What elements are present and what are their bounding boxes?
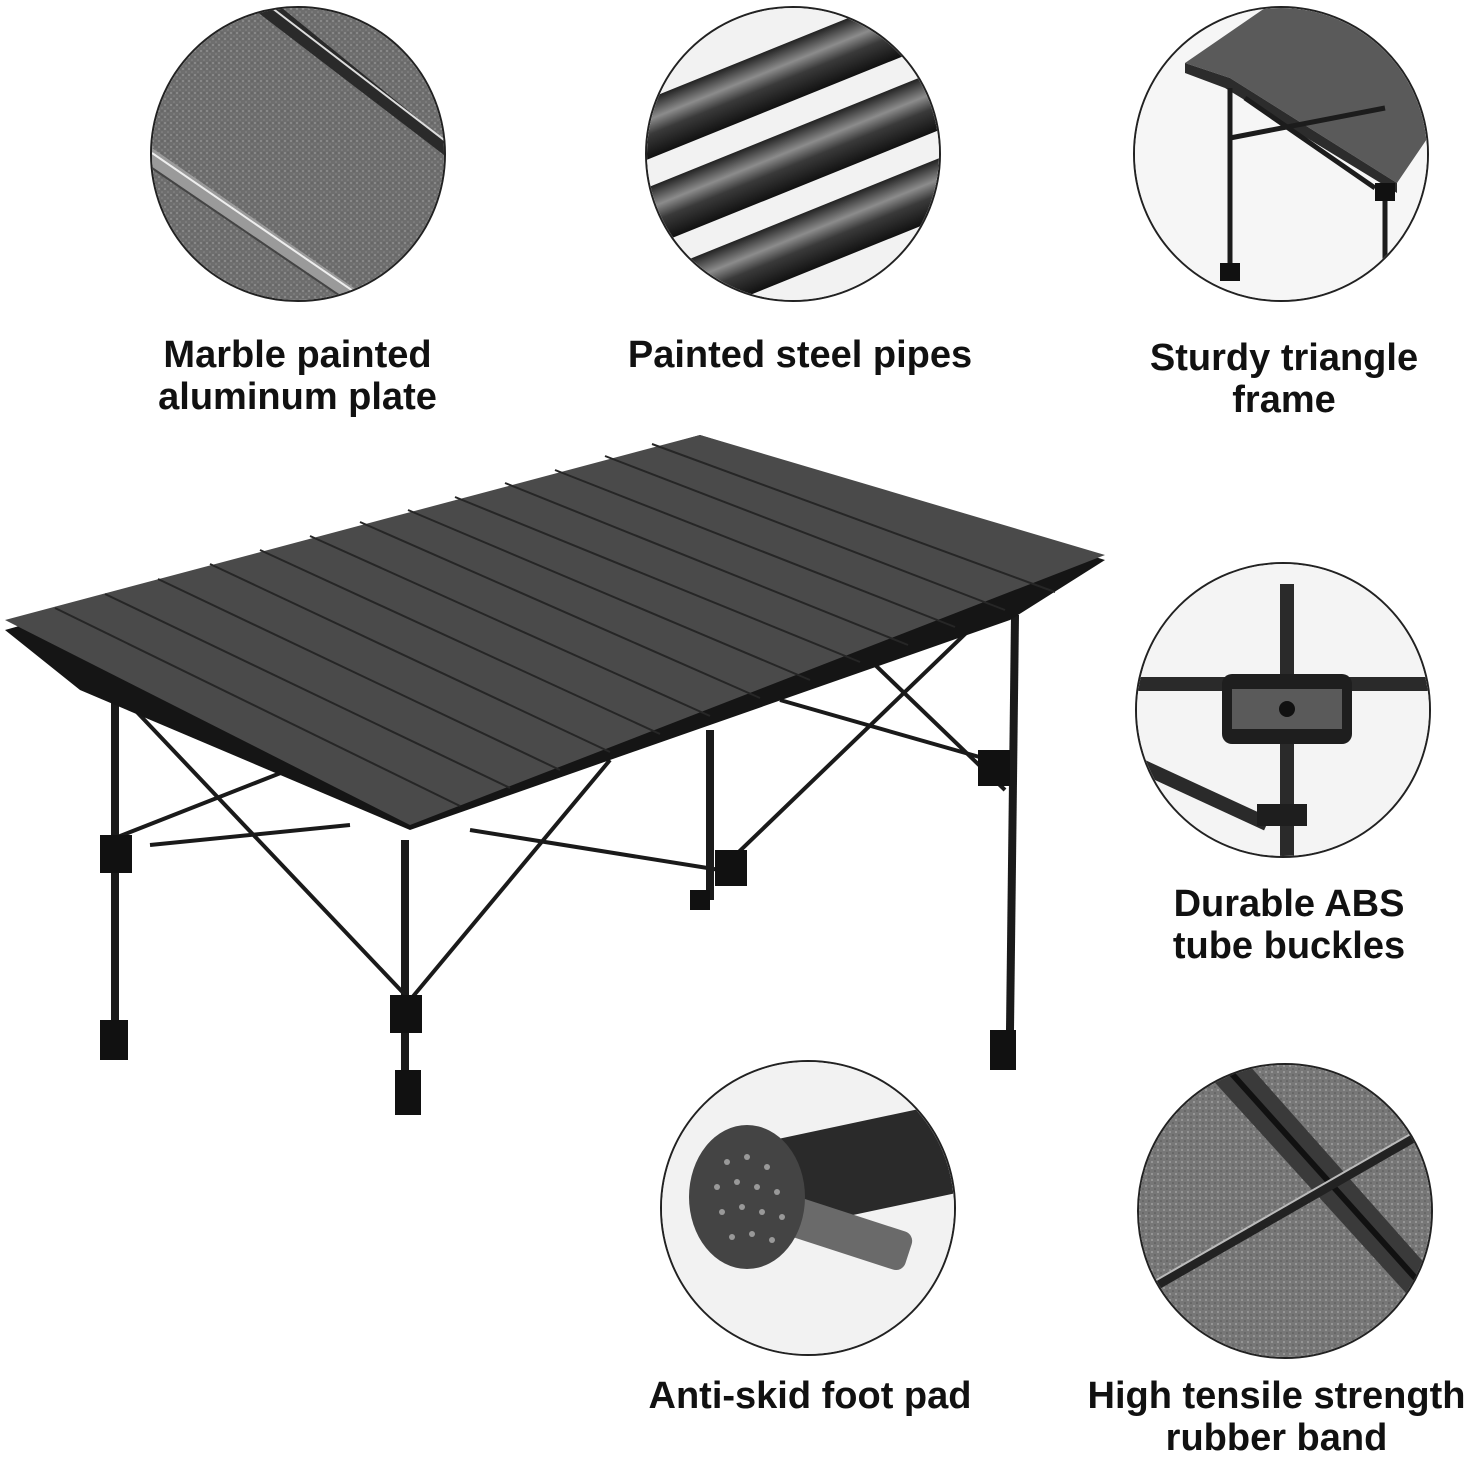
triangle-frame-closeup-icon xyxy=(1133,6,1429,302)
rubber-band-closeup-icon xyxy=(1137,1063,1433,1359)
folding-table-product-image xyxy=(0,430,1115,1130)
caption-line: tube buckles xyxy=(1172,925,1406,967)
caption-line: Durable ABS xyxy=(1173,883,1405,925)
aluminum-plate-closeup-icon xyxy=(150,6,446,302)
caption-line: Marble painted xyxy=(163,334,432,376)
caption-line: Anti-skid foot pad xyxy=(648,1375,972,1417)
caption-steel-pipes: Painted steel pipes xyxy=(590,334,1010,376)
caption-marble-plate: Marble painted aluminum plate xyxy=(110,334,485,418)
caption-line: High tensile strength xyxy=(1087,1375,1466,1417)
foot-pad-closeup-icon xyxy=(660,1060,956,1356)
caption-line: rubber band xyxy=(1165,1417,1388,1459)
caption-line: aluminum plate xyxy=(158,376,437,418)
steel-pipes-closeup-icon xyxy=(645,6,941,302)
caption-line: Painted steel pipes xyxy=(627,334,973,376)
tube-buckle-closeup-icon xyxy=(1135,562,1431,858)
caption-rubber-band: High tensile strength rubber band xyxy=(1070,1375,1483,1459)
caption-line: Sturdy triangle xyxy=(1149,337,1419,379)
caption-line: frame xyxy=(1232,379,1336,421)
caption-abs-buckles: Durable ABS tube buckles xyxy=(1110,883,1468,967)
caption-foot-pad: Anti-skid foot pad xyxy=(600,1375,1020,1417)
caption-triangle-frame: Sturdy triangle frame xyxy=(1100,337,1468,421)
